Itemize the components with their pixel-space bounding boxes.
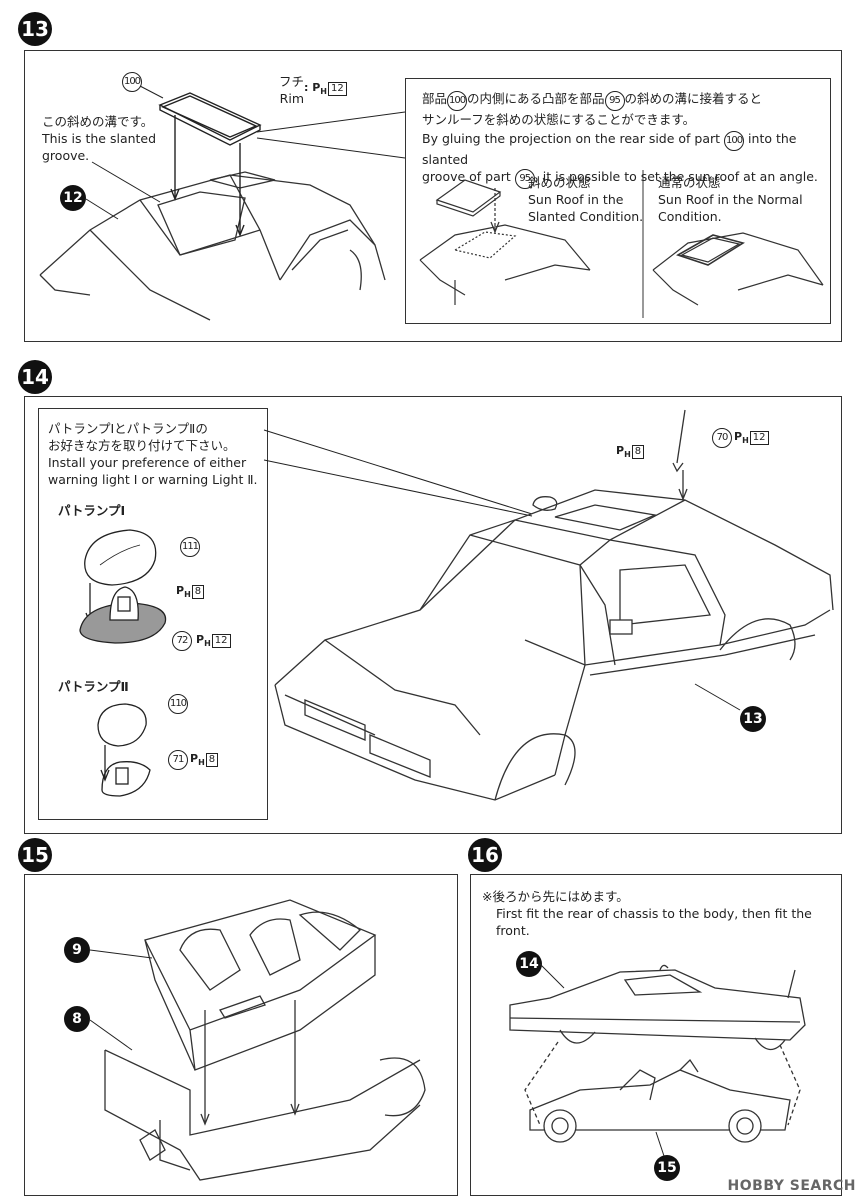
step-16-assembly-illustration (509, 964, 806, 1143)
part-71-label: 71 (168, 750, 188, 770)
sunroof-part-100 (158, 92, 262, 237)
slanted-label: 斜めの状態 Sun Roof in the Slanted Condition. (528, 174, 643, 225)
hobby-search-watermark: HOBBY SEARCH (727, 1178, 856, 1194)
warning-light-callout (263, 429, 533, 517)
part-14-label: 14 (516, 951, 542, 977)
step-14-car-illustration (274, 409, 834, 801)
step-13-number: 13 (18, 12, 52, 46)
step-15-panel (24, 874, 458, 1196)
part-12-leader (85, 198, 119, 220)
warning-light-note: パトランプⅠとパトランプⅡの お好きな方を取り付けて下さい。 Install y… (48, 420, 263, 488)
part-15-leader (655, 1131, 665, 1157)
part-100-leader (139, 85, 164, 99)
normal-jp: 通常の状態 (658, 175, 721, 190)
part-111-label: 111 (180, 537, 200, 557)
slanted-sunroof-sketch (419, 179, 591, 305)
detail-divider (642, 170, 644, 318)
normal-en-2: Condition. (658, 209, 722, 224)
groove-jp: この斜めの溝です。 (42, 114, 154, 129)
groove-en-2: groove. (42, 148, 90, 163)
note-en-1: Install your preference of either (48, 455, 247, 470)
part-13-leader (694, 683, 741, 711)
part-9-leader (89, 949, 153, 959)
slanted-en-2: Slanted Condition. (528, 209, 644, 224)
groove-leader (91, 161, 161, 203)
step-16-panel (470, 874, 842, 1196)
part-12-label: 12 (60, 185, 86, 211)
rim-en: Rim (279, 91, 304, 106)
part-8-leader (89, 1019, 133, 1051)
part-100-label: 100 (122, 72, 142, 92)
note-en-line-2: groove of part 95, it is possible to set… (422, 168, 822, 189)
callout-line-13 (256, 111, 406, 159)
step-14-number: 14 (18, 360, 52, 394)
normal-en-1: Sun Roof in the Normal (658, 192, 803, 207)
note-jp-2: お好きな方を取り付けて下さい。 (48, 438, 236, 453)
step-16-number: 16 (468, 838, 502, 872)
step-16-note: ※後ろから先にはめます。 First fit the rear of chass… (482, 888, 837, 939)
lamp-1-illustration (79, 529, 167, 644)
lamp-1-label: パトランプⅠ (58, 503, 126, 518)
part-70-label: 70 (712, 428, 732, 448)
lamp-2-illustration (97, 703, 151, 797)
part-8-label: 8 (64, 1006, 90, 1032)
note-jp-1: パトランプⅠとパトランプⅡの (48, 421, 208, 436)
part-15-label: 15 (654, 1155, 680, 1181)
step-15-number: 15 (18, 838, 52, 872)
slanted-jp: 斜めの状態 (528, 175, 591, 190)
part-72-label: 72 (172, 631, 192, 651)
note-jp-line-2: サンルーフを斜めの状態にすることができます。 (422, 112, 696, 127)
note-jp: ※後ろから先にはめます。 (482, 889, 629, 904)
note-en: First fit the rear of chassis to the bod… (496, 906, 812, 938)
groove-en-1: This is the slanted (42, 131, 157, 146)
step-13-panel (24, 50, 842, 342)
normal-label: 通常の状態 Sun Roof in the Normal Condition. (658, 174, 803, 225)
rim-label: フチ Rim (268, 73, 304, 107)
part-14-leader (539, 963, 565, 989)
note-en-2: warning light Ⅰ or warning Light Ⅱ. (48, 472, 258, 487)
rim-jp: フチ (278, 74, 304, 89)
note-en-line-1: By gluing the projection on the rear sid… (422, 131, 797, 167)
part-9-label: 9 (64, 937, 90, 963)
step-14-panel (24, 396, 842, 834)
lamp-2-label: パトランプⅡ (58, 679, 129, 694)
groove-note: この斜めの溝です。 This is the slanted groove. (42, 113, 156, 164)
slanted-en-1: Sun Roof in the (528, 192, 624, 207)
part-13-label: 13 (740, 706, 766, 732)
part-110-label: 110 (168, 694, 188, 714)
step-15-interior-illustration (104, 899, 426, 1181)
normal-sunroof-sketch (652, 232, 824, 306)
